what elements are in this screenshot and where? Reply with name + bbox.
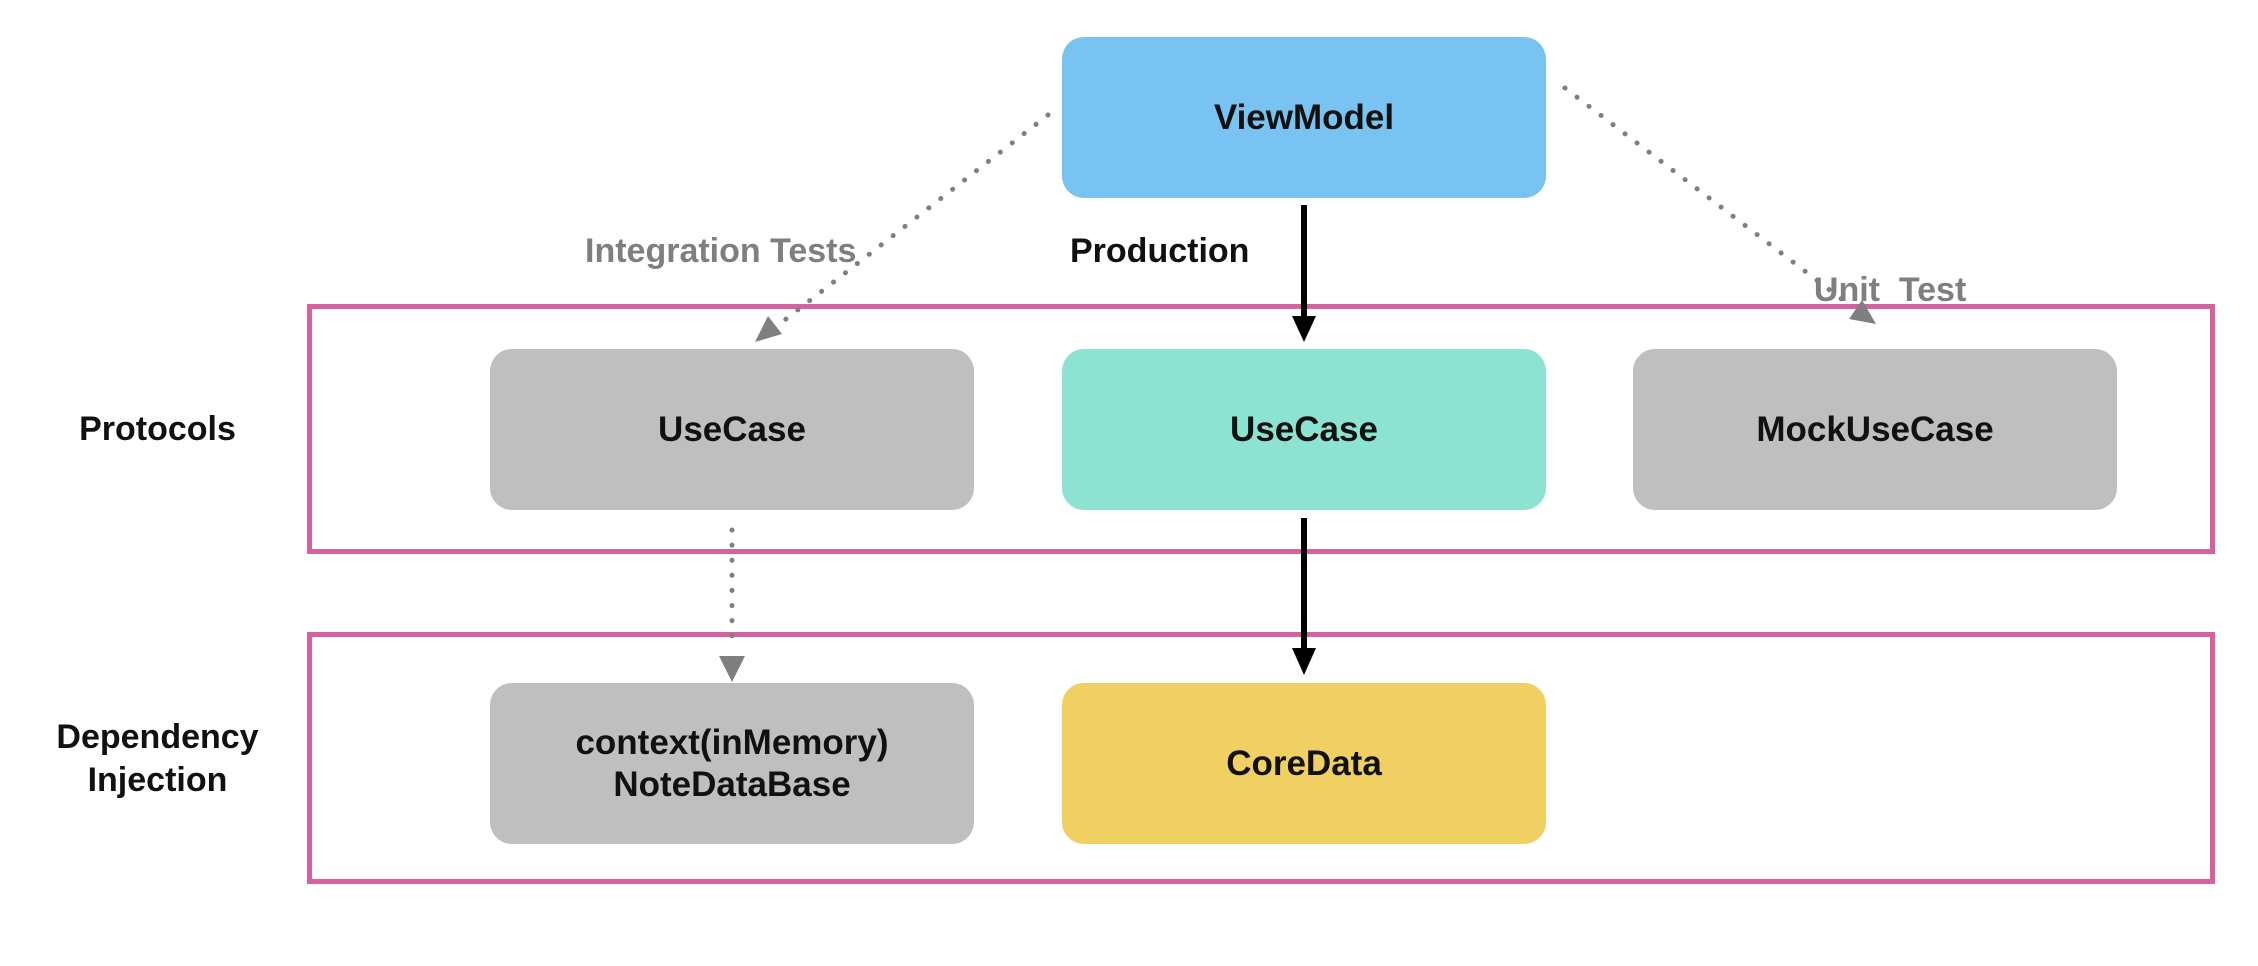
- coredata-label: CoreData: [1226, 743, 1382, 783]
- protocols-row-label: Protocols: [50, 408, 265, 451]
- protocols-frame: [307, 304, 2215, 554]
- integration-tests-text: Integration Tests: [585, 232, 857, 270]
- dependency-label-line2: Injection: [87, 760, 228, 799]
- usecase-production-label: UseCase: [1230, 409, 1378, 449]
- integration-arrow-head: [755, 316, 782, 342]
- production-text: Production: [1070, 232, 1250, 270]
- mock-usecase-node: MockUseCase: [1633, 349, 2117, 510]
- context-inmemory-node: context(inMemory) NoteDataBase: [490, 683, 974, 844]
- dependency-label-line1: Dependency: [56, 718, 259, 756]
- dependency-injection-row-label: Dependency Injection: [35, 716, 280, 801]
- coredata-arrow-head: [1292, 648, 1316, 675]
- production-arrow-head: [1292, 316, 1316, 342]
- viewmodel-node: ViewModel: [1062, 37, 1546, 198]
- context-label-line2: NoteDataBase: [613, 764, 851, 804]
- usecase-integration-node: UseCase: [490, 349, 974, 510]
- viewmodel-label: ViewModel: [1213, 97, 1395, 137]
- coredata-node: CoreData: [1062, 683, 1546, 844]
- mock-usecase-label: MockUseCase: [1756, 409, 1994, 449]
- dependency-injection-frame: [307, 632, 2215, 884]
- unit-test-arrow-head: [1849, 300, 1876, 324]
- usecase-production-node: UseCase: [1062, 349, 1546, 510]
- protocols-label-text: Protocols: [79, 410, 236, 448]
- integration-arrow-line: [769, 112, 1051, 333]
- usecase-integration-label: UseCase: [658, 409, 806, 449]
- unit-test-label: Unit Test: [1795, 232, 1966, 310]
- production-label: Production: [1070, 232, 1249, 271]
- context-label-line1: context(inMemory): [575, 722, 889, 762]
- integration-tests-label: Integration Tests: [585, 232, 856, 271]
- integration-di-arrow-head: [719, 656, 745, 682]
- unit-test-arrow-line: [1562, 85, 1851, 307]
- unit-test-text: Unit Test: [1813, 271, 1967, 309]
